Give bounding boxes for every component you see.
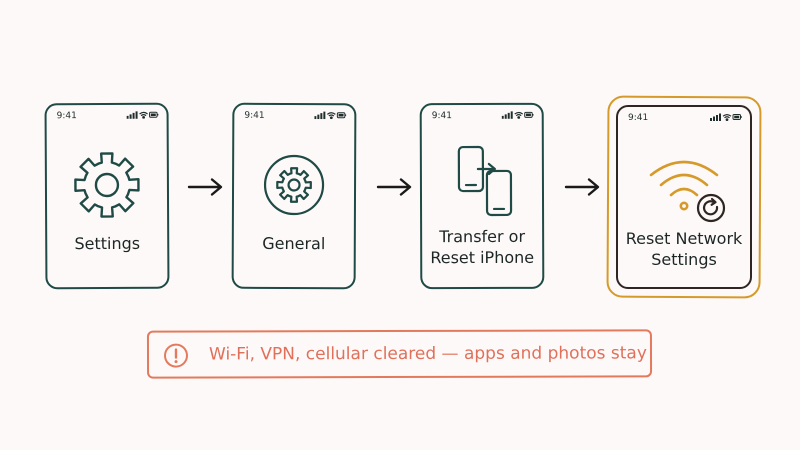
signal-icon — [710, 113, 721, 121]
battery-icon — [336, 112, 347, 119]
warning-note-text: Wi-Fi, VPN, cellular cleared — apps and … — [208, 343, 647, 365]
step-label-transfer-line1: Transfer or — [439, 226, 526, 247]
step-label-reset-line1: Reset Network — [625, 229, 743, 248]
status-icons — [501, 111, 534, 119]
wifi-icon — [326, 112, 336, 120]
alert-icon — [164, 343, 189, 368]
phone-step-general: 9:41 General — [231, 102, 357, 290]
wifi-reset-icon — [649, 160, 726, 223]
step-label-settings: Settings — [74, 233, 141, 254]
status-icons — [710, 113, 742, 121]
signal-icon — [501, 111, 513, 119]
battery-icon — [149, 111, 159, 118]
arrow-right-icon — [187, 178, 223, 196]
arrow-right-icon — [564, 178, 600, 196]
battery-icon — [524, 111, 534, 118]
reset-circle-icon — [696, 193, 726, 223]
wifi-icon — [514, 111, 524, 119]
status-icons — [314, 111, 347, 120]
signal-icon — [126, 111, 138, 119]
battery-icon — [732, 114, 742, 120]
phone-transfer-icon — [457, 145, 513, 217]
gear-badge-icon — [263, 154, 325, 216]
gear-icon — [74, 152, 140, 218]
wifi-icon — [722, 114, 732, 121]
step-label-transfer-line2: Reset iPhone — [430, 247, 535, 268]
status-time: 9:41 — [431, 111, 452, 122]
phone-step-settings: 9:41 Settings — [44, 102, 170, 290]
arrow-right-icon — [376, 178, 412, 196]
step-label-reset-line2: Settings — [651, 250, 717, 269]
status-time: 9:41 — [628, 113, 649, 123]
step-label-general: General — [262, 233, 326, 254]
phone-step-reset-network: 9:41 Reset Network Setti — [616, 105, 752, 289]
status-time: 9:41 — [56, 111, 77, 122]
wifi-icon — [139, 111, 148, 119]
warning-note: Wi-Fi, VPN, cellular cleared — apps and … — [146, 329, 653, 379]
status-time: 9:41 — [244, 110, 265, 121]
signal-icon — [314, 111, 326, 120]
phone-step-transfer-reset: 9:41 Transfer or Reset iPhone — [419, 102, 545, 290]
status-icons — [126, 111, 159, 119]
